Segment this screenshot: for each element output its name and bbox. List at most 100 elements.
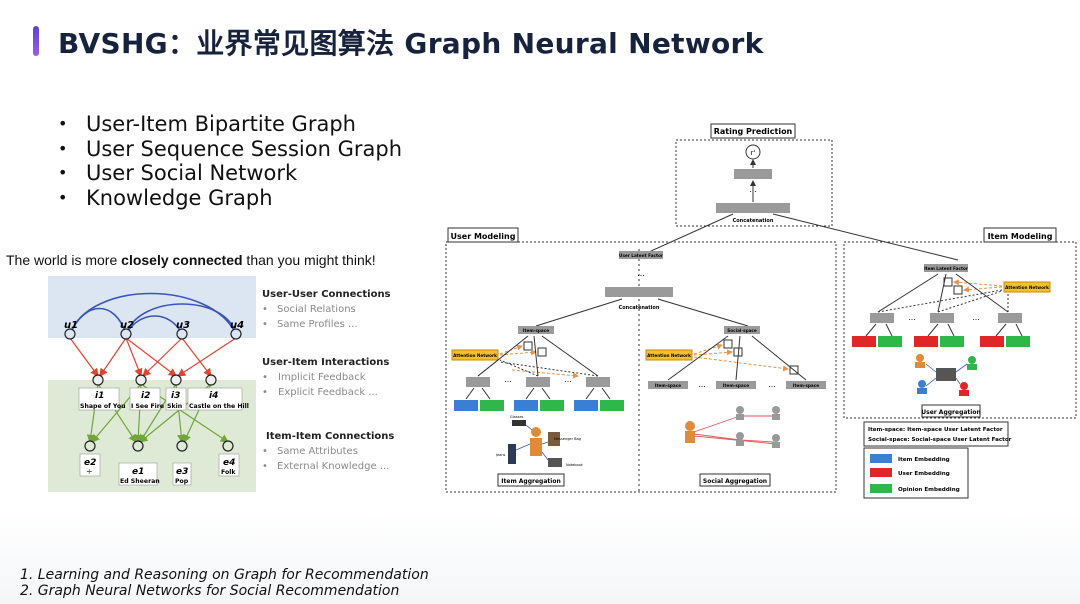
- item-name: Castle on the Hill: [189, 403, 249, 410]
- notebook-icon: [548, 458, 562, 467]
- bullet-item: •User Social Network: [58, 161, 298, 185]
- legend-title: Item-Item Connections: [266, 431, 394, 442]
- item-modeling-frame: [843, 241, 1077, 419]
- ellipsis: ...: [768, 380, 776, 389]
- item-box: [165, 387, 187, 411]
- item-symbol: i1: [95, 391, 104, 401]
- space-note-line: Social-space: Social-space User Latent F…: [868, 437, 1012, 443]
- attention-network-label: Attention Network: [1005, 285, 1049, 290]
- entity-node: [84, 440, 96, 452]
- user-node: [120, 328, 132, 340]
- legend-bullet-icon: •: [262, 387, 268, 398]
- item-aggregation-label: Item Aggregation: [501, 478, 560, 485]
- item-mlp: [466, 377, 490, 387]
- friend-icon: [772, 414, 780, 420]
- legend-label: Opinion Embedding: [898, 487, 960, 493]
- attention-network-label: Attention Network: [453, 353, 497, 358]
- attention-network-social: [645, 349, 693, 361]
- social-aggregation-box: [699, 473, 771, 487]
- legend-title: User-User Connections: [262, 289, 391, 300]
- rating-prediction-frame: [675, 139, 833, 227]
- user-latent-factor-bar: [619, 251, 663, 259]
- friend-icon: [772, 434, 780, 442]
- entity-nodes: e2 e1 e3 e4 ÷ Ed Sheeran Pop Folk: [79, 440, 240, 486]
- user-item-edges: [69, 337, 237, 378]
- concat-label: Concatenation: [733, 218, 774, 224]
- item-space-label: Item-space: [523, 328, 549, 333]
- user-mlp: [998, 313, 1022, 323]
- concat-layer-user: [605, 287, 673, 297]
- item-box: [187, 387, 243, 411]
- entity-node: [222, 440, 234, 452]
- legend-swatch: [870, 454, 892, 463]
- item-space-label: Item-space: [793, 383, 819, 388]
- entity-box: [79, 453, 101, 477]
- legend-swatch: [870, 468, 892, 477]
- legend-swatch: [870, 484, 892, 493]
- entity-box: [118, 462, 158, 486]
- bullet-item: •User-Item Bipartite Graph: [58, 112, 356, 136]
- user-modeling-label: User Modeling: [451, 232, 516, 241]
- references: 1. Learning and Reasoning on Graph for R…: [20, 567, 429, 599]
- jeans-icon: [508, 444, 516, 464]
- entity-box: [172, 462, 192, 486]
- ellipsis: ...: [972, 313, 980, 322]
- social-item-space-bar: [786, 381, 826, 389]
- opinion-embedding-cell: [940, 336, 964, 347]
- item-node: [205, 374, 217, 386]
- social-item-space-bar: [716, 381, 756, 389]
- attention-network-user: [451, 349, 499, 361]
- item-symbol: i4: [209, 391, 218, 401]
- opinion-embedding-cell: [878, 336, 902, 347]
- user-embedding-cell: [980, 336, 1004, 347]
- reference-item: 2. Graph Neural Networks for Social Reco…: [20, 583, 400, 599]
- item-name: Skin: [167, 403, 182, 410]
- ellipsis: ...: [698, 380, 706, 389]
- friend-icon: [736, 440, 744, 446]
- item-mlp: [586, 377, 610, 387]
- user-label: u2: [120, 320, 134, 331]
- user-node: [230, 328, 242, 340]
- friend-icon: [772, 406, 780, 414]
- item-modeling-box: [983, 227, 1057, 243]
- attention-network-label: Attention Network: [647, 353, 691, 358]
- legend-label: User Embedding: [898, 471, 950, 477]
- title-accent-bar: [33, 26, 39, 56]
- bullet-dot-icon: •: [58, 187, 68, 207]
- entity-name: Folk: [221, 469, 236, 476]
- page-title: BVSHG：业界常见图算法 Graph Neural Network: [58, 27, 764, 60]
- item-name: I See Fire: [131, 403, 164, 410]
- alpha-node: [523, 341, 533, 351]
- rating-prediction-box: [710, 123, 796, 139]
- social-aggregation-label: Social Aggregation: [703, 478, 767, 485]
- mu-node: [953, 285, 963, 295]
- item-embedding-cell: [574, 400, 598, 411]
- item-node: [135, 374, 147, 386]
- opinion-embedding-cell: [540, 400, 564, 411]
- item-modeling-label: Item Modeling: [988, 232, 1053, 241]
- user-aggregation-illustration: [915, 354, 977, 396]
- concat-label: Concatenation: [619, 305, 660, 311]
- entity-box: [218, 453, 240, 477]
- person-icon: [968, 356, 976, 364]
- item-illustration-label: Glasses: [510, 415, 524, 419]
- concat-layer: [716, 203, 790, 213]
- architecture-panel: Rating Prediction r' ... Concatenation U…: [408, 114, 1080, 512]
- legend-title: User-Item Interactions: [262, 357, 389, 368]
- item-space-label: Item-space: [723, 383, 749, 388]
- person-icon: [959, 390, 969, 396]
- footer-background: [0, 512, 1080, 604]
- item-symbol: i2: [141, 391, 150, 401]
- item-name: Shape of You: [80, 403, 125, 410]
- user-aggregation-box: [921, 404, 981, 418]
- legend-item: Same Profiles ...: [277, 319, 358, 330]
- user-modeling-box: [447, 227, 519, 243]
- tagline: The world is more closely connected than…: [6, 252, 376, 268]
- bullet-dot-icon: •: [58, 138, 68, 158]
- entity-node: [176, 440, 188, 452]
- bullet-item: •Knowledge Graph: [58, 185, 273, 210]
- item-space-label: Item-space: [655, 383, 681, 388]
- item-symbol: i3: [171, 391, 180, 401]
- architecture-diagram: Rating Prediction r' ... Concatenation U…: [445, 123, 1077, 499]
- person-icon: [531, 427, 541, 437]
